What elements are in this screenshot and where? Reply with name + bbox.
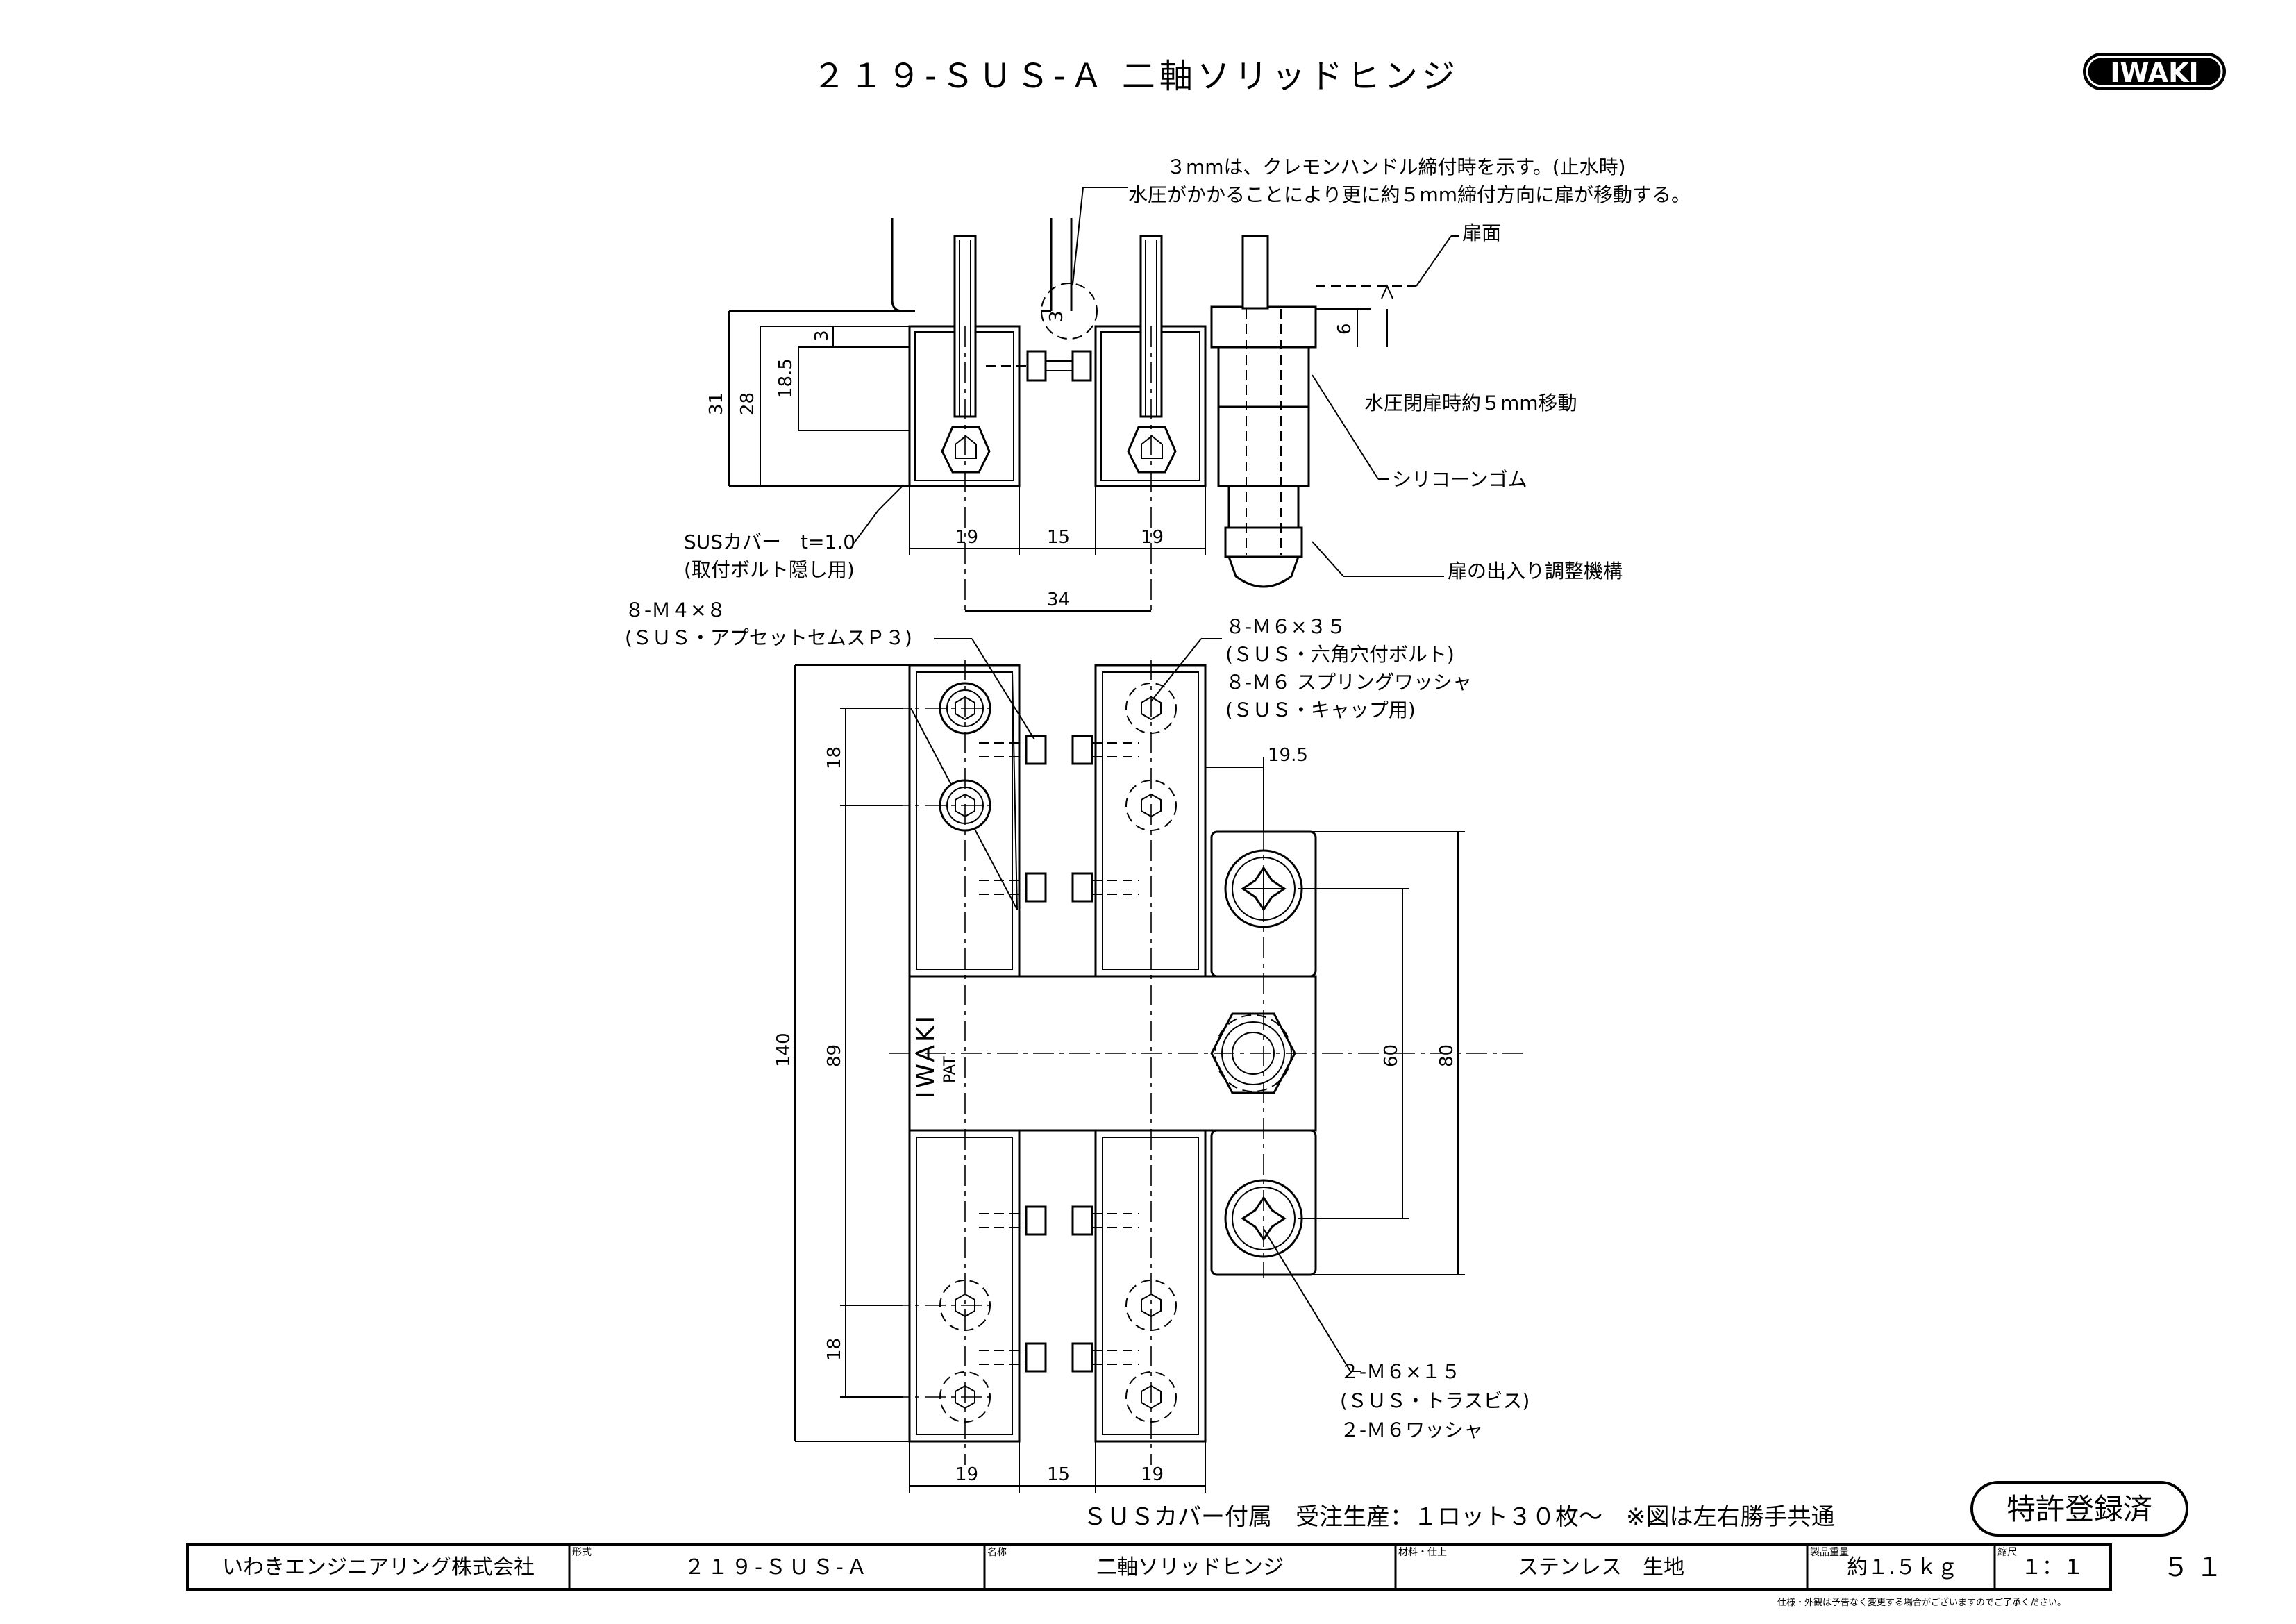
- svg-text:18: 18: [824, 746, 845, 769]
- label-bolt-1: ８-Ｍ６×３５: [1225, 615, 1346, 638]
- svg-text:名称: 名称: [987, 1547, 1007, 1558]
- material-value: ステンレス 生地: [1518, 1555, 1684, 1580]
- model-value: ２１９-ＳＵＳ-Ａ: [684, 1555, 870, 1580]
- title-block: いわきエンジニアリング株式会社 形式 ２１９-ＳＵＳ-Ａ 名称 二軸ソリッドヒン…: [186, 1543, 2229, 1608]
- weight-value: 約１.５ｋｇ: [1847, 1555, 1958, 1580]
- svg-text:3: 3: [812, 330, 832, 342]
- label-cover-1: SUSカバー t=1.0: [684, 530, 855, 553]
- bottom-note: ＳＵＳカバー付属 受注生産：１ロット３０枚～ ※図は左右勝手共通: [1083, 1503, 1835, 1531]
- svg-text:60: 60: [1381, 1044, 1402, 1067]
- top-view: 6 31 28 18.5 3 3 19 15 19 34: [706, 187, 1459, 612]
- svg-text:34: 34: [1047, 589, 1070, 610]
- svg-text:形式: 形式: [572, 1547, 592, 1558]
- body-mark: IWAKI: [912, 1013, 940, 1098]
- svg-text:19.5: 19.5: [1268, 745, 1308, 766]
- label-bolt-3: ８-Ｍ６ スプリングワッシャ: [1225, 671, 1472, 694]
- label-door-face: 扉面: [1462, 221, 1501, 244]
- svg-text:材料・仕上: 材料・仕上: [1398, 1547, 1447, 1558]
- note-line-2: 水圧がかかることにより更に約５mm締付方向に扉が移動する。: [1128, 183, 1691, 206]
- scale-value: １：１: [2021, 1555, 2084, 1580]
- svg-text:19: 19: [1141, 527, 1164, 548]
- svg-text:6: 6: [1334, 323, 1355, 335]
- svg-text:80: 80: [1436, 1044, 1457, 1067]
- svg-text:140: 140: [773, 1032, 794, 1067]
- svg-text:IWAKI: IWAKI: [2110, 58, 2198, 88]
- label-adjust: 扉の出入り調整機構: [1448, 560, 1623, 583]
- page-title: ２１９-ＳＵＳ-Ａ 二軸ソリッドヒンジ: [812, 57, 1459, 96]
- label-screw-b-2: (ＳＵＳ・トラスビス): [1340, 1389, 1530, 1412]
- svg-text:31: 31: [706, 392, 727, 415]
- svg-text:15: 15: [1047, 527, 1070, 548]
- disclaimer: 仕様・外観は予告なく変更する場合がございますのでご了承ください。: [1777, 1597, 2066, 1608]
- name-value: 二軸ソリッドヒンジ: [1096, 1555, 1284, 1580]
- svg-text:特許登録済: 特許登録済: [2006, 1492, 2152, 1526]
- label-cover-2: (取付ボルト隠し用): [684, 558, 855, 581]
- svg-text:89: 89: [824, 1044, 845, 1067]
- svg-text:28: 28: [737, 392, 758, 415]
- svg-text:18.5: 18.5: [776, 358, 796, 399]
- label-water-pressure: 水圧閉扉時約５mm移動: [1364, 392, 1577, 415]
- patent-badge: 特許登録済: [1970, 1481, 2188, 1537]
- body-pat: PAT: [941, 1056, 959, 1083]
- svg-text:15: 15: [1047, 1464, 1070, 1485]
- label-silicone: シリコーンゴム: [1392, 468, 1527, 491]
- page-number: ５１: [2163, 1552, 2229, 1582]
- label-screw-b-1: ２-Ｍ６×１５: [1340, 1360, 1461, 1383]
- front-view: IWAKI PAT: [773, 638, 1527, 1493]
- svg-text:19: 19: [955, 527, 978, 548]
- svg-text:18: 18: [824, 1338, 845, 1361]
- company-name: いわきエンジニアリング株式会社: [222, 1555, 535, 1580]
- svg-text:19: 19: [955, 1464, 978, 1485]
- iwaki-logo: IWAKI: [2083, 53, 2226, 90]
- label-bolt-2: (ＳＵＳ・六角穴付ボルト): [1225, 643, 1455, 666]
- label-bolt-4: (ＳＵＳ・キャップ用): [1225, 698, 1416, 721]
- svg-text:3: 3: [1046, 310, 1067, 322]
- svg-text:19: 19: [1141, 1464, 1164, 1485]
- label-screw-a-2: (ＳＵＳ・アプセットセムスＰ３): [625, 626, 912, 649]
- svg-text:製品重量: 製品重量: [1810, 1547, 1849, 1558]
- label-screw-b-3: ２-Ｍ６ワッシャ: [1340, 1418, 1483, 1441]
- svg-text:縮尺: 縮尺: [1997, 1547, 2017, 1558]
- label-screw-a-1: ８-Ｍ４×８: [625, 598, 726, 621]
- note-line-1: ３mmは、クレモンハンドル締付時を示す。(止水時): [1166, 156, 1626, 178]
